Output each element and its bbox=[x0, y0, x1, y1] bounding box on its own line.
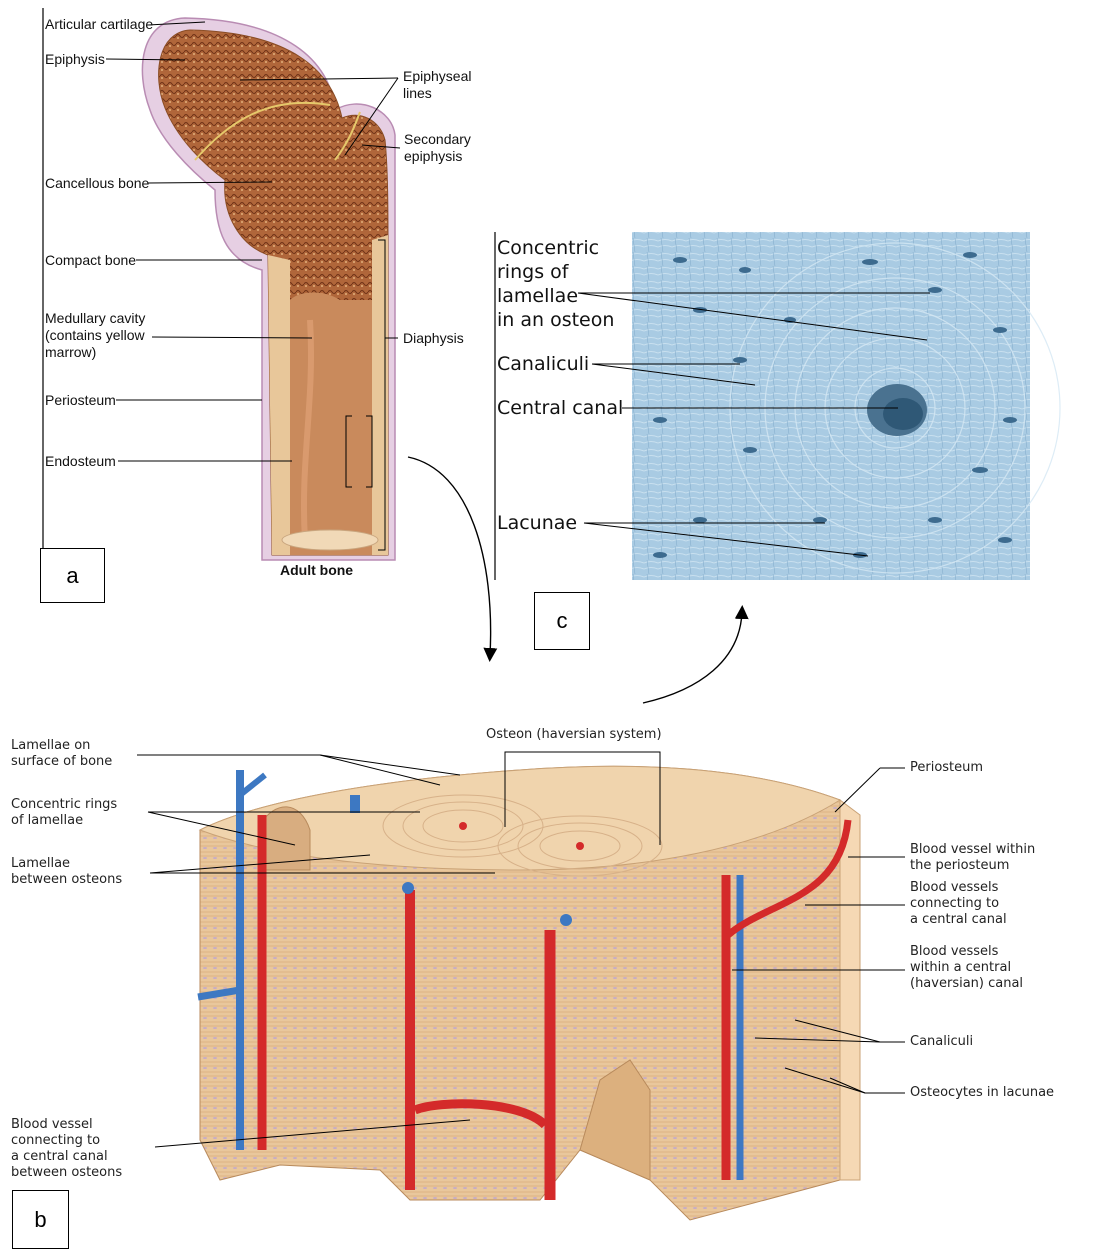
label-lacunae: Lacunae bbox=[497, 511, 577, 535]
label-canaliculi-c: Canaliculi bbox=[497, 352, 589, 376]
arrow-b-to-c bbox=[643, 612, 742, 703]
label-vessel-between: Blood vessel connecting to a central can… bbox=[11, 1117, 122, 1181]
arrow-a-to-b bbox=[408, 457, 491, 655]
label-periosteum-a: Periosteum bbox=[45, 392, 116, 409]
label-secondary-epiphysis: Secondary epiphysis bbox=[404, 131, 471, 165]
micrograph-image bbox=[632, 232, 1060, 580]
label-compact-bone: Compact bone bbox=[45, 252, 136, 269]
label-canaliculi-b: Canaliculi bbox=[910, 1034, 973, 1050]
label-epiphysis: Epiphysis bbox=[45, 51, 105, 68]
label-concentric-rings-c: Concentric rings of lamellae in an osteo… bbox=[497, 236, 614, 332]
caption-adult-bone: Adult bone bbox=[280, 562, 353, 579]
label-articular-cartilage: Articular cartilage bbox=[45, 16, 153, 33]
label-medullary-cavity: Medullary cavity (contains yellow marrow… bbox=[45, 310, 145, 361]
femur-illustration bbox=[142, 18, 395, 560]
label-epiphyseal-lines: Epiphyseal lines bbox=[403, 68, 472, 102]
label-lamellae-between: Lamellae between osteons bbox=[11, 856, 122, 888]
label-central-canal: Central canal bbox=[497, 396, 623, 420]
label-cancellous-bone: Cancellous bone bbox=[45, 175, 149, 192]
panel-c-letter: c bbox=[534, 592, 590, 650]
panel-a-letter: a bbox=[40, 548, 105, 603]
label-vessel-periosteum: Blood vessel within the periosteum bbox=[910, 842, 1035, 874]
label-osteocytes: Osteocytes in lacunae bbox=[910, 1085, 1054, 1101]
label-endosteum: Endosteum bbox=[45, 453, 116, 470]
label-osteon: Osteon (haversian system) bbox=[486, 727, 662, 743]
label-lamellae-surface: Lamellae on surface of bone bbox=[11, 738, 112, 770]
label-vessels-within: Blood vessels within a central (haversia… bbox=[910, 944, 1023, 992]
label-concentric-rings-b: Concentric rings of lamellae bbox=[11, 797, 117, 829]
label-vessels-connecting: Blood vessels connecting to a central ca… bbox=[910, 880, 1007, 928]
compact-bone-block bbox=[200, 766, 860, 1220]
panel-b-letter: b bbox=[12, 1190, 69, 1249]
label-periosteum-b: Periosteum bbox=[910, 760, 983, 776]
label-diaphysis: Diaphysis bbox=[403, 330, 464, 347]
